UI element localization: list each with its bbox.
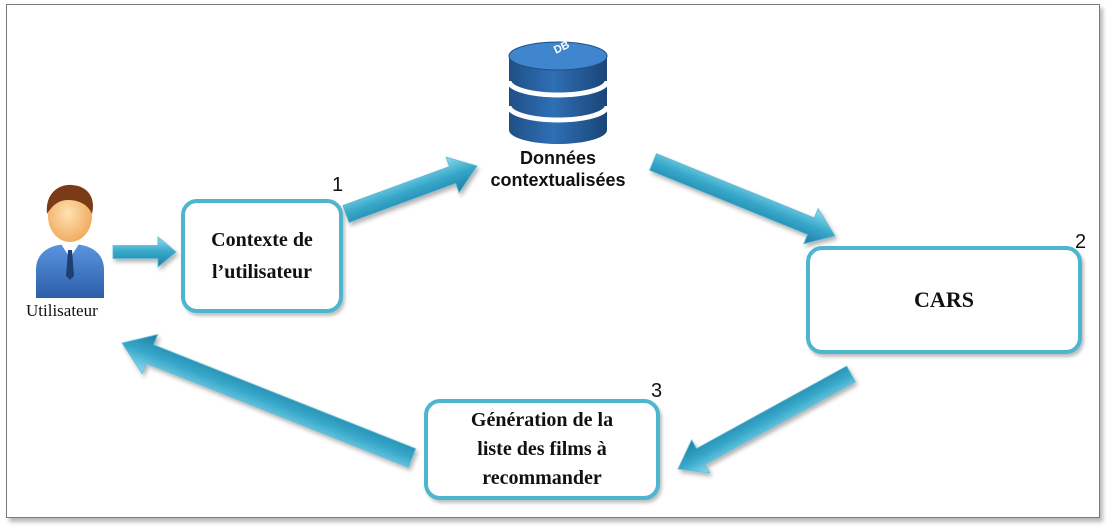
context-line2: l’utilisateur: [211, 261, 312, 283]
cars-box: CARS: [806, 246, 1082, 354]
database-label: Données contextualisées: [468, 147, 648, 191]
arrow-generation-to-user: [121, 333, 417, 468]
step-1-number: 1: [332, 174, 344, 196]
generation-line1: Génération de la: [470, 409, 614, 431]
step-3-number: 3: [651, 380, 663, 402]
user-icon: [36, 184, 104, 298]
arrow-cars-to-generation: [677, 365, 856, 474]
cars-label: CARS: [914, 287, 974, 312]
arrow-user-to-context: [112, 236, 177, 268]
database-label-line2: contextualisées: [490, 170, 626, 190]
context-line1: Contexte de: [211, 229, 313, 251]
generation-line2: liste des films à: [477, 438, 607, 460]
database-icon: DB: [506, 39, 610, 144]
user-label: Utilisateur: [26, 301, 98, 320]
context-box: Contexte de l’utilisateur: [181, 199, 343, 313]
database-label-line1: Données: [519, 148, 597, 168]
arrow-data-to-cars: [649, 153, 836, 245]
generation-box: Génération de la liste des films à recom…: [424, 399, 660, 500]
generation-line3: recommander: [482, 467, 602, 489]
arrow-context-to-data: [342, 156, 478, 223]
step-2-number: 2: [1075, 231, 1087, 253]
